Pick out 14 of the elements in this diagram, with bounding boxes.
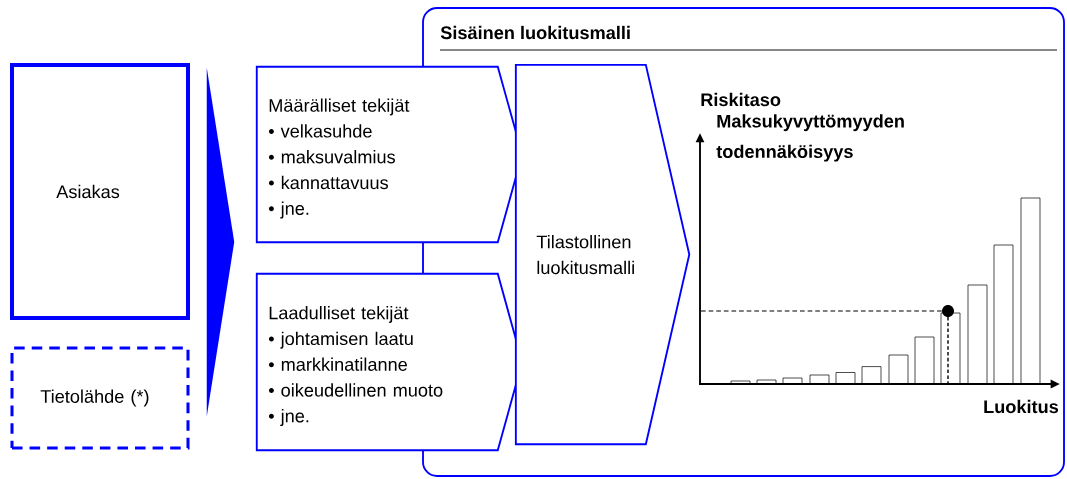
label: Asiakas bbox=[56, 184, 120, 199]
label: Tilastollinen luokitusmalli bbox=[536, 235, 634, 275]
list-item: • velkasuhde bbox=[268, 124, 372, 138]
list-item: • jne. bbox=[268, 409, 309, 426]
list-item: • johtamisen laatu bbox=[268, 331, 413, 349]
list-item: • kannattavuus bbox=[268, 175, 388, 190]
heading: Määrälliset tekijät bbox=[269, 98, 410, 116]
heading: Laadulliset tekijät bbox=[269, 306, 409, 323]
axis-label: Maksukyvyttömyyden todennäköisyys bbox=[716, 114, 904, 162]
label: Tietolähde (*) bbox=[40, 389, 149, 407]
list-item: • markkinatilanne bbox=[268, 357, 407, 371]
list-item: • maksuvalmius bbox=[268, 150, 395, 164]
axis-label: Luokitus bbox=[984, 399, 1059, 414]
list-item: • jne. bbox=[268, 201, 309, 219]
